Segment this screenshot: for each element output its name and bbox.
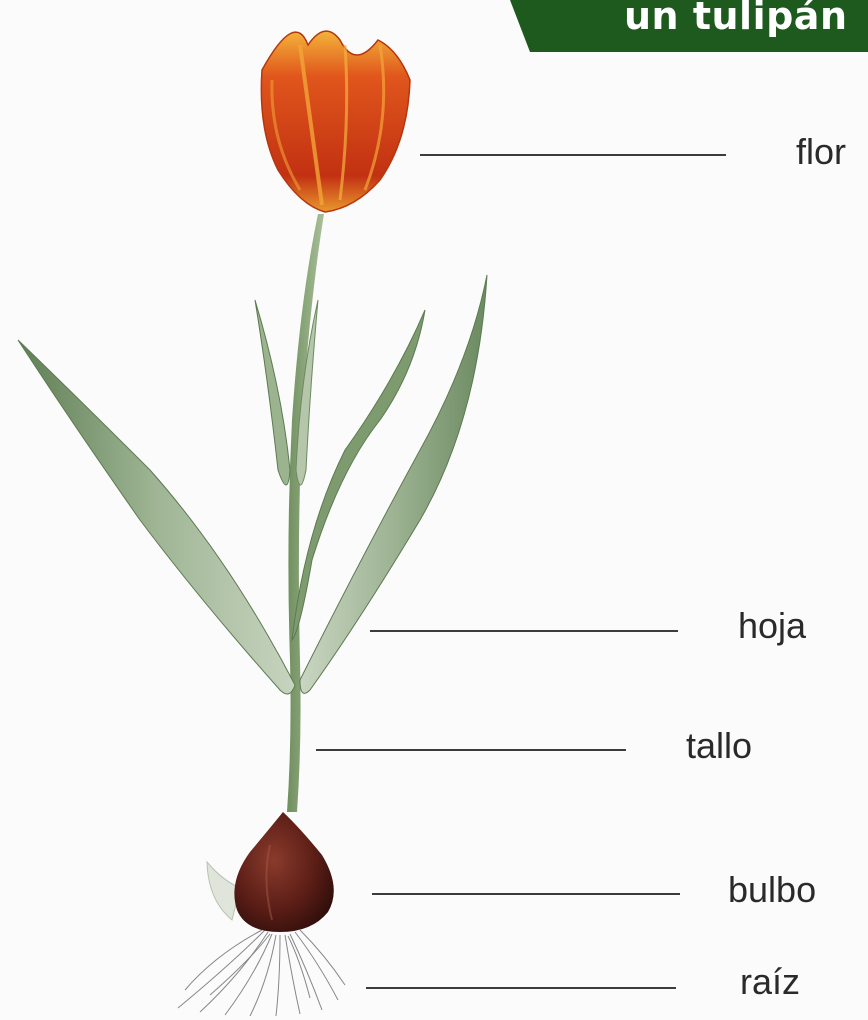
label-bulbo: bulbo xyxy=(728,872,816,908)
label-flor: flor xyxy=(796,134,846,170)
hoja-leader-line xyxy=(370,630,678,632)
label-tallo: tallo xyxy=(686,728,752,764)
flower xyxy=(261,31,410,212)
label-hoja: hoja xyxy=(738,608,806,644)
roots xyxy=(178,930,345,1016)
tallo-leader-line xyxy=(316,749,626,751)
stem xyxy=(287,214,324,812)
raiz-leader-line xyxy=(366,987,676,989)
leaf-inner-left xyxy=(255,300,290,485)
flor-leader-line xyxy=(420,154,726,156)
bulb xyxy=(234,812,333,932)
bulbo-leader-line xyxy=(372,893,680,895)
leaf-left xyxy=(18,340,295,694)
label-raiz: raíz xyxy=(740,964,800,1000)
